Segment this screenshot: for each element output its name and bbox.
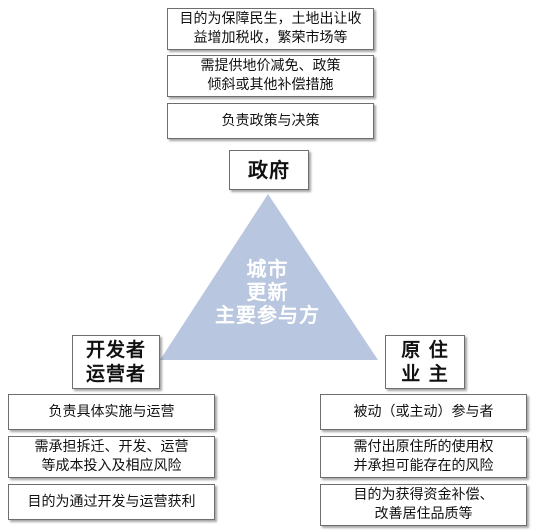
government-label: 政府 xyxy=(229,150,309,190)
developer-responsibility-box: 负责具体实施与运营 xyxy=(8,394,215,430)
government-goal-box: 目的为保障民生，土地出让收 益增加税收，繁荣市场等 xyxy=(167,8,374,50)
center-title-line3: 主要参与方 xyxy=(215,303,320,327)
government-responsibility-box: 负责政策与决策 xyxy=(167,103,374,139)
government-requirement-box: 需提供地价减免、政策 倾斜或其他补偿措施 xyxy=(167,55,374,97)
owner-responsibility-box: 被动（或主动）参与者 xyxy=(320,394,527,430)
owner-goal-box: 目的为获得资金补偿、 改善居住品质等 xyxy=(320,484,527,526)
center-title: 城市 更新 主要参与方 xyxy=(205,258,330,327)
center-title-line1: 城市 xyxy=(246,257,289,281)
owner-requirement-box: 需付出原住所的使用权 并承担可能存在的风险 xyxy=(320,436,527,478)
participants-triangle xyxy=(160,194,378,360)
developer-requirement-box: 需承担拆迁、开发、运营 等成本投入及相应风险 xyxy=(8,436,215,478)
developer-label: 开发者 运营者 xyxy=(72,335,160,389)
developer-goal-box: 目的为通过开发与运营获利 xyxy=(8,484,215,520)
owner-label: 原 住 业 主 xyxy=(385,335,465,389)
center-title-line2: 更新 xyxy=(246,280,289,304)
